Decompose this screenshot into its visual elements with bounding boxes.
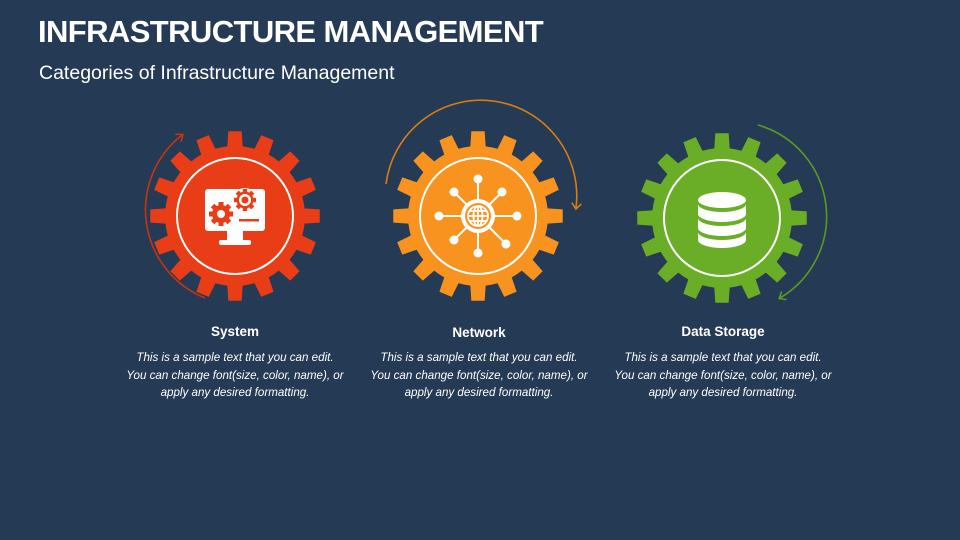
category-label-system: System <box>210 324 260 339</box>
network-globe-icon <box>434 174 522 258</box>
slide-subtitle: Categories of Infrastructure Management <box>39 62 395 84</box>
network-gear <box>385 99 577 301</box>
category-description-system: This is a sample text that you can edit.… <box>126 351 344 399</box>
category-description-data-storage: This is a sample text that you can edit.… <box>614 351 832 399</box>
data-storage-rotation-arrow-icon <box>757 124 828 298</box>
system-rotation-arrow-icon <box>144 135 206 299</box>
database-icon <box>698 192 746 248</box>
category-label-network: Network <box>452 325 506 340</box>
system-gear <box>144 131 320 301</box>
category-label-data-storage: Data Storage <box>681 324 765 339</box>
slide-title: INFRASTRUCTURE MANAGEMENT <box>38 14 544 49</box>
category-description-network: This is a sample text that you can edit.… <box>370 351 588 399</box>
monitor-gears-icon <box>205 188 265 245</box>
network-rotation-arrow-icon <box>385 99 577 208</box>
data-storage-gear <box>637 124 828 303</box>
